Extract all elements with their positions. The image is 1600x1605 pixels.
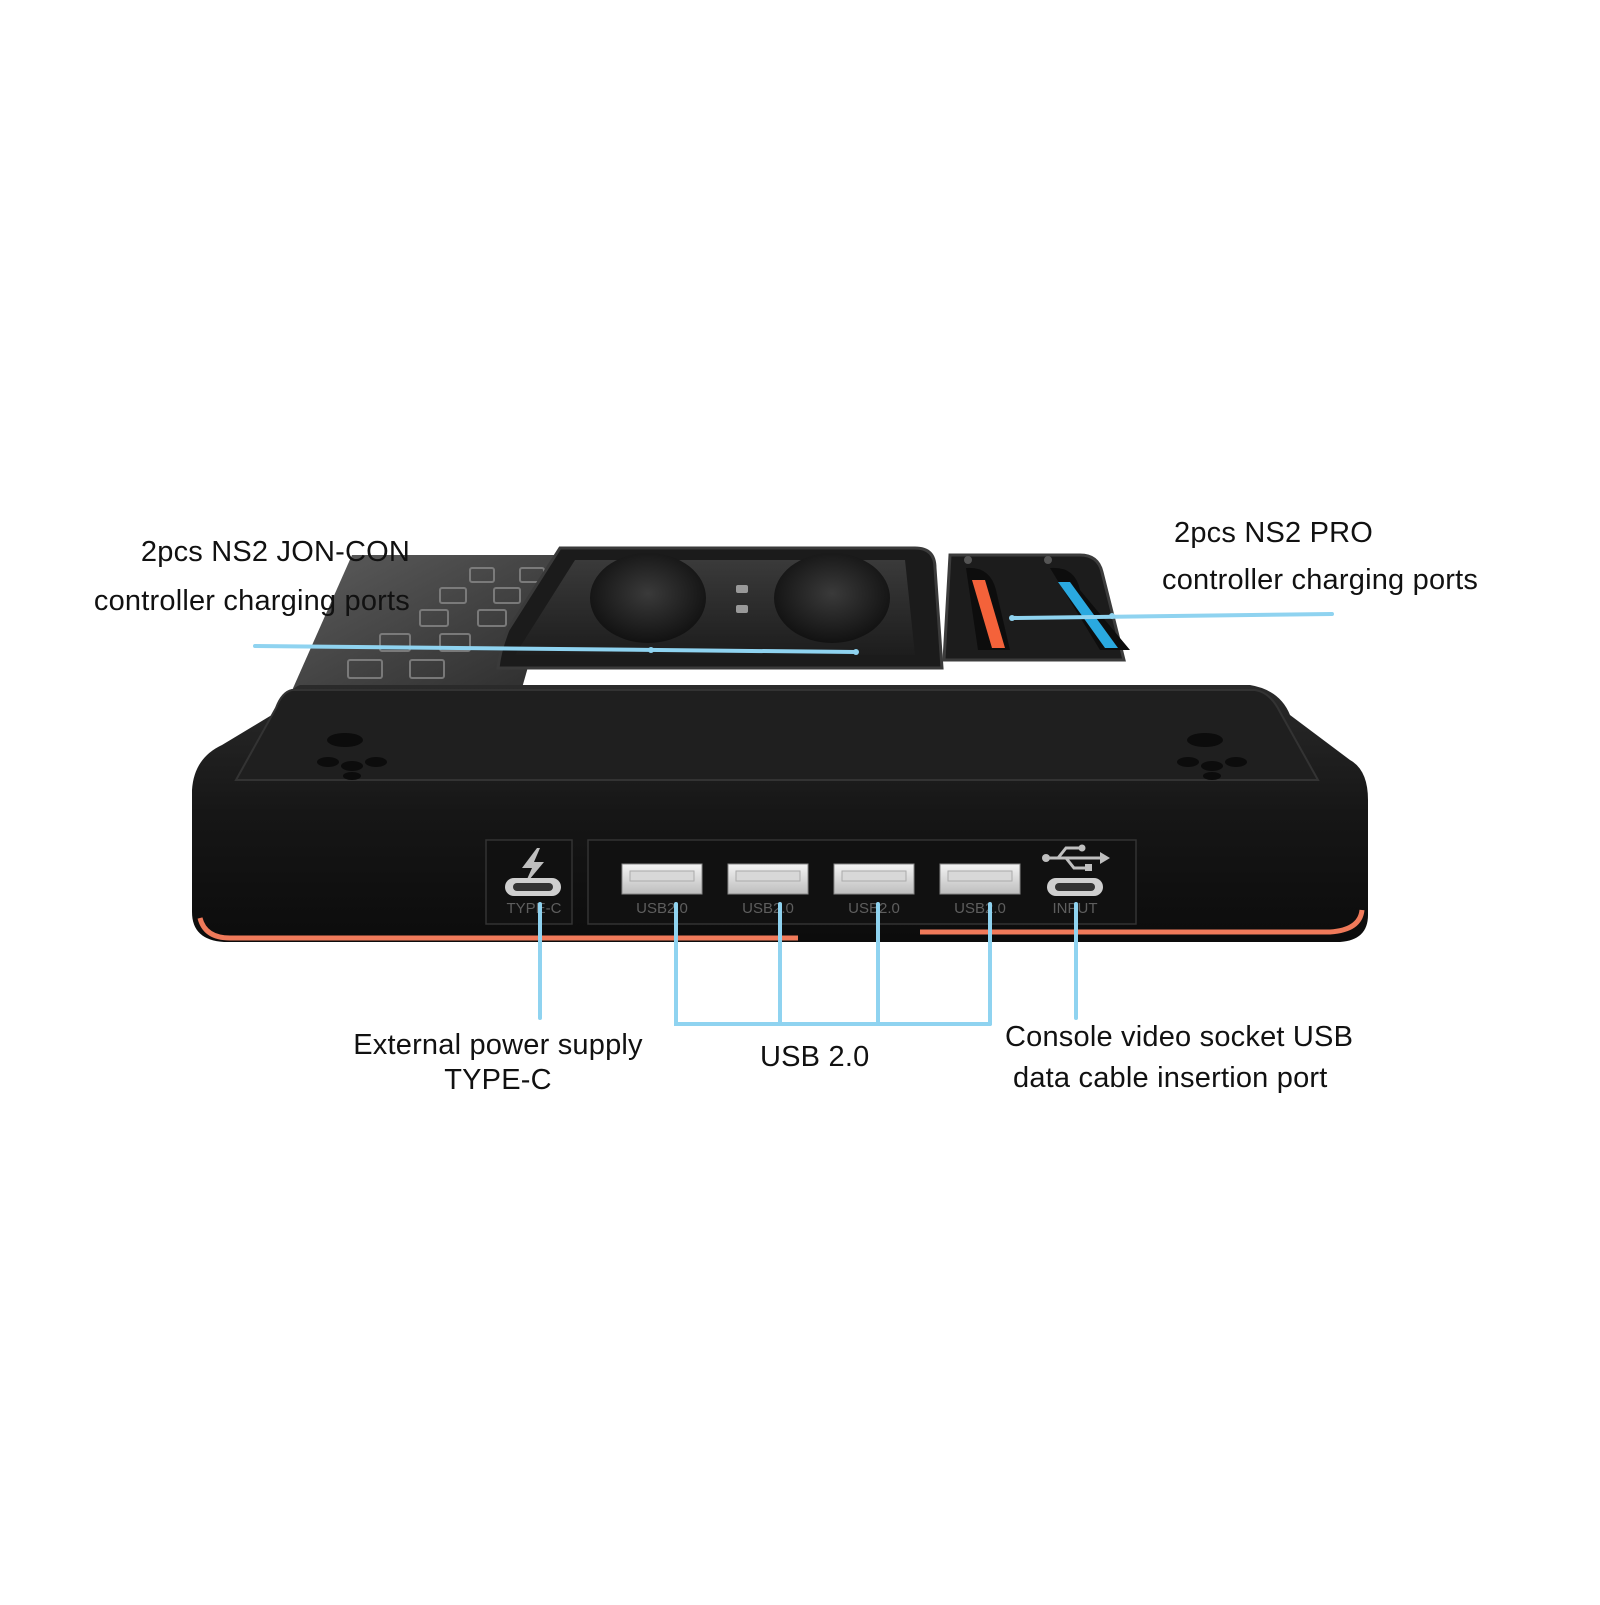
lightning-icon — [522, 848, 544, 886]
usb-port-3[interactable] — [833, 863, 915, 895]
usb-callout-line1: USB 2.0 — [760, 1041, 870, 1073]
pro-callout-line1: 2pcs NS2 PRO — [1174, 517, 1374, 549]
joycon-slot-right — [774, 553, 890, 643]
pro-slot-left — [972, 580, 1005, 648]
type-c-port-label: TYPE-C — [506, 900, 561, 917]
pro-slot-right — [1058, 582, 1118, 648]
video-callout-label: Console video socket USB data cable inse… — [1005, 1020, 1353, 1097]
callout-lines — [253, 612, 1334, 1026]
pro-callout-line — [1010, 612, 1334, 620]
pro-callout-label: 2pcs NS2 PRO controller charging ports — [1162, 516, 1478, 599]
usb-callout-label: USB 2.0 — [760, 1040, 869, 1075]
usb-port-1[interactable] — [621, 863, 703, 895]
usb-callout-bracket — [674, 902, 992, 1026]
left-speaker-grille — [317, 733, 387, 780]
usb-port-2-label: USB2.0 — [742, 900, 794, 917]
power-callout-line1: External power supply — [353, 1029, 643, 1061]
joycon-callout-line — [253, 644, 858, 654]
video-callout-line1: Console video socket USB — [1005, 1021, 1354, 1053]
joycon-callout-label: 2pcs NS2 JON-CON controller charging por… — [60, 535, 410, 620]
pro-callout-line2: controller charging ports — [1162, 564, 1479, 597]
video-callout-line2: data cable insertion port — [1013, 1062, 1328, 1095]
joycon-callout-line1: 2pcs NS2 JON-CON — [140, 536, 410, 568]
port-panel: TYPE-C USB2.0 USB2.0 USB2.0 USB2.0 — [485, 839, 1137, 925]
pro-charging-tray — [942, 553, 1130, 662]
usb-port-3-label: USB2.0 — [848, 900, 900, 917]
usb-port-2[interactable] — [727, 863, 809, 895]
right-speaker-grille — [1177, 733, 1247, 780]
joycon-charging-tray — [496, 546, 944, 670]
card-storage-panel — [290, 555, 560, 695]
power-callout-label: External power supply TYPE-C — [340, 1028, 656, 1099]
usb-port-1-label: USB2.0 — [636, 900, 688, 917]
usb-port-4[interactable] — [939, 863, 1021, 895]
usb-port-4-label: USB2.0 — [954, 900, 1006, 917]
power-callout-line2: TYPE-C — [444, 1064, 552, 1097]
joycon-callout-line2: controller charging ports — [93, 585, 410, 618]
joycon-slot-left — [590, 553, 706, 643]
usb-trident-icon — [1042, 844, 1110, 871]
